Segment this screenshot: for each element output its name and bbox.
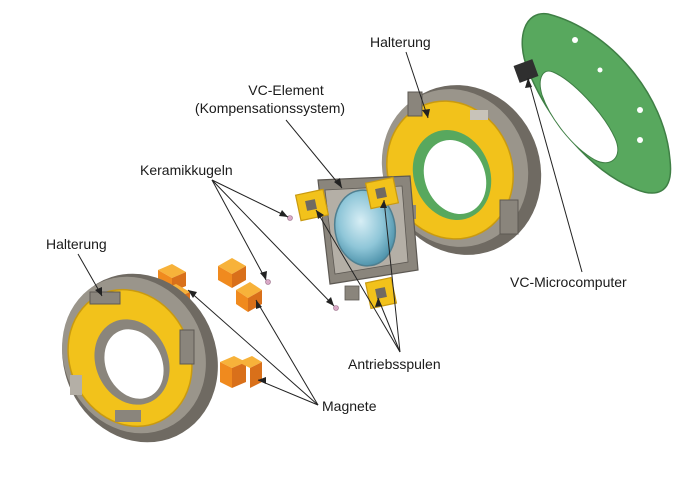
vc-microcomputer-board [513,12,672,194]
label-halterung-top: Halterung [370,34,431,50]
chip [513,59,539,83]
label-vc-microcomputer: VC-Microcomputer [510,274,627,290]
ceramic-balls [265,215,339,311]
label-halterung-left: Halterung [46,236,107,252]
label-vc-element: VC-Element [248,82,324,98]
holder-ring-left [62,273,218,443]
label-magnete: Magnete [322,398,377,414]
vc-element-assembly [294,175,419,310]
holder-ring-right [381,85,542,255]
leader-arrowheads [95,78,532,384]
label-kompensationssystem: (Kompensationssystem) [194,100,346,116]
lens [333,189,397,267]
label-antriebsspulen: Antriebsspulen [348,356,441,372]
label-keramikkugeln: Keramikkugeln [140,162,233,178]
leader-lines [77,51,583,406]
